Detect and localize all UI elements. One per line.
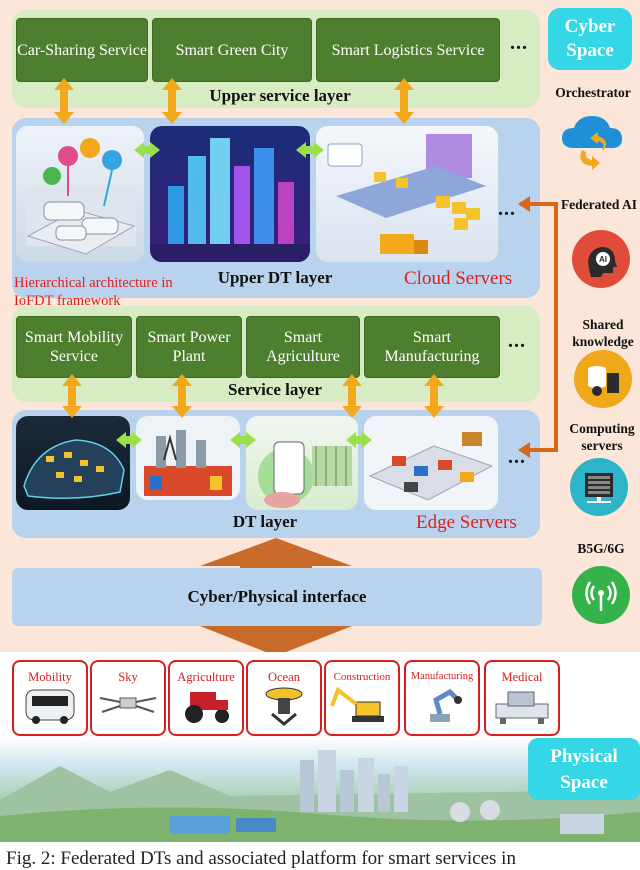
landscape-scene <box>0 750 640 842</box>
cloud-servers-label: Cloud Servers <box>404 268 513 289</box>
database-gear-icon <box>574 350 632 408</box>
figure-caption: Fig. 2: Federated DTs and associated pla… <box>6 848 516 869</box>
hierarchy-note: Hierarchical architecture in IoFDT frame… <box>14 275 173 309</box>
dt-layer-label: DT layer <box>232 512 298 531</box>
manufacturing-twin-image <box>364 416 498 510</box>
upper-dt-ellipsis: ... <box>498 198 516 220</box>
service-smart-power-plant: Smart Power Plant <box>136 316 242 378</box>
physical-medical-card: Medical <box>484 660 560 736</box>
vehicle-twin-image <box>16 416 130 510</box>
power-plant-twin-image <box>136 416 240 500</box>
svg-text:AI: AI <box>599 255 607 264</box>
ai-head-icon: AI <box>572 230 630 288</box>
service-smart-manufacturing: Smart Manufacturing <box>364 316 500 378</box>
computing-servers-label: Computing servers <box>569 421 635 453</box>
cyber-physical-interface: Cyber/Physical interface <box>12 568 542 626</box>
agriculture-twin-image <box>246 416 358 510</box>
cyber-space-label: Cyber Space <box>548 8 632 70</box>
car-sharing-twin-image <box>16 126 144 262</box>
upper-service-layer-label: Upper service layer <box>209 86 351 105</box>
b5g-6g-label: B5G/6G <box>577 541 625 556</box>
physical-mobility-card: Mobility <box>12 660 88 736</box>
server-icon <box>570 458 628 516</box>
orchestrator-label: Orchestrator <box>555 85 631 100</box>
service-car-sharing: Car-Sharing Service <box>16 18 148 82</box>
physical-space-label: Physical Space <box>528 738 640 800</box>
physical-sky-card: Sky <box>90 660 166 736</box>
service-smart-logistics: Smart Logistics Service <box>316 18 500 82</box>
service-smart-green-city: Smart Green City <box>152 18 312 82</box>
federated-ai-label: Federated AI <box>560 197 638 212</box>
physical-agriculture-card: Agriculture <box>168 660 244 736</box>
wireless-icon <box>572 566 630 624</box>
physical-construction-card: Construction <box>324 660 400 736</box>
service-smart-agriculture: Smart Agriculture <box>246 316 360 378</box>
cloud-sync-icon <box>556 108 630 172</box>
connection-arrows <box>54 78 558 656</box>
service-smart-mobility: Smart Mobility Service <box>16 316 132 378</box>
edge-servers-label: Edge Servers <box>416 512 517 533</box>
upper-service-ellipsis: ... <box>510 32 528 54</box>
shared-knowledge-label: Shared knowledge <box>572 317 634 349</box>
upper-dt-layer-label: Upper DT layer <box>217 268 333 287</box>
service-layer-ellipsis: ... <box>508 330 526 352</box>
physical-ocean-card: Ocean <box>246 660 322 736</box>
logistics-twin-image <box>316 126 498 262</box>
smart-city-twin-image <box>150 126 310 262</box>
service-layer-label: Service layer <box>228 380 322 399</box>
physical-manufacturing-card: Manufacturing <box>404 660 480 736</box>
